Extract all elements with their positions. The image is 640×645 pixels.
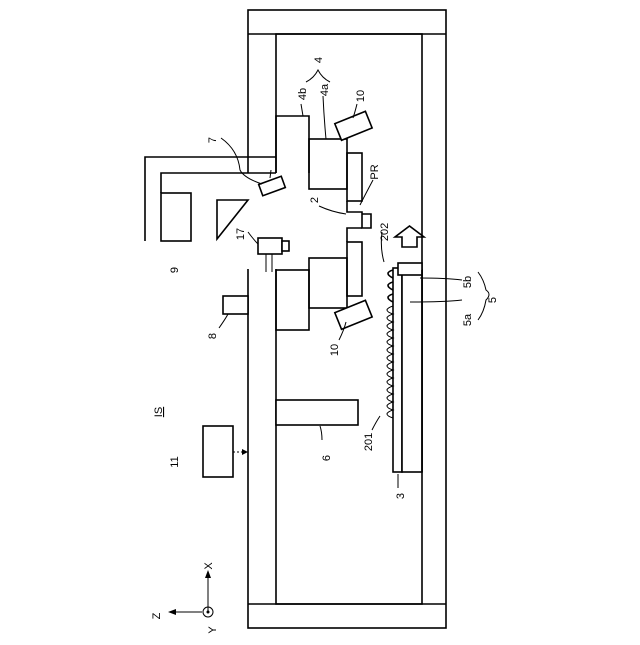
label-4: 4 <box>313 57 325 63</box>
component-6 <box>276 400 358 425</box>
movement-arrow <box>395 226 424 247</box>
sensor-10-bottom <box>335 300 372 329</box>
projection-region <box>347 201 371 228</box>
pattern-201 <box>387 306 393 418</box>
label-5a: 5a <box>462 313 474 326</box>
column-upper-lip <box>347 153 362 201</box>
stage-5-edge <box>398 263 422 275</box>
label-17: 17 <box>235 228 247 240</box>
leader-6 <box>320 426 322 440</box>
column-lower-inner <box>309 258 347 308</box>
label-PR: PR <box>369 164 381 179</box>
label-2: 2 <box>309 197 321 203</box>
column-lower-lip <box>347 242 362 296</box>
unit-9 <box>161 193 191 241</box>
leader-4b <box>301 104 303 116</box>
unit-11 <box>203 426 233 477</box>
coordinate-axes <box>168 570 213 617</box>
unit-11-signal-arrow <box>242 449 248 455</box>
projection-lower-step <box>347 228 362 242</box>
label-10-bottom: 10 <box>329 344 341 356</box>
label-3: 3 <box>395 493 407 499</box>
column-lower-outer <box>276 270 309 330</box>
label-axis-x: X <box>203 562 215 570</box>
stage-assembly <box>393 263 422 472</box>
leader-4a <box>323 96 326 139</box>
label-8: 8 <box>207 333 219 339</box>
stage-5a <box>402 270 422 472</box>
camera-17-body <box>258 238 282 254</box>
leader-2 <box>319 206 346 214</box>
label-4a: 4a <box>319 83 331 96</box>
optical-column <box>276 116 371 330</box>
column-upper-outer-4b <box>276 116 309 173</box>
label-IS: IS <box>153 407 165 417</box>
label-201: 201 <box>363 433 375 451</box>
brace-5 <box>478 272 489 320</box>
label-6: 6 <box>321 455 333 461</box>
camera-17-lens <box>282 241 289 251</box>
axis-x-arrow <box>205 570 211 578</box>
label-5b: 5b <box>462 276 474 288</box>
leader-201 <box>372 416 380 430</box>
label-7: 7 <box>207 137 219 143</box>
label-202: 202 <box>379 223 391 241</box>
label-axis-y: Y <box>207 626 219 634</box>
component-8 <box>223 296 248 314</box>
label-5: 5 <box>487 297 499 303</box>
label-4b: 4b <box>297 88 309 100</box>
label-10-top: 10 <box>355 90 367 102</box>
column-upper-inner-4a <box>309 139 347 189</box>
label-axis-z: Z <box>151 612 163 619</box>
leader-8 <box>219 314 228 328</box>
leader-5b <box>420 278 462 280</box>
label-11: 11 <box>169 456 181 467</box>
label-9: 9 <box>169 267 181 273</box>
axis-z-arrow <box>168 609 176 615</box>
brace-4 <box>306 70 330 82</box>
axis-y-dot <box>207 611 210 614</box>
